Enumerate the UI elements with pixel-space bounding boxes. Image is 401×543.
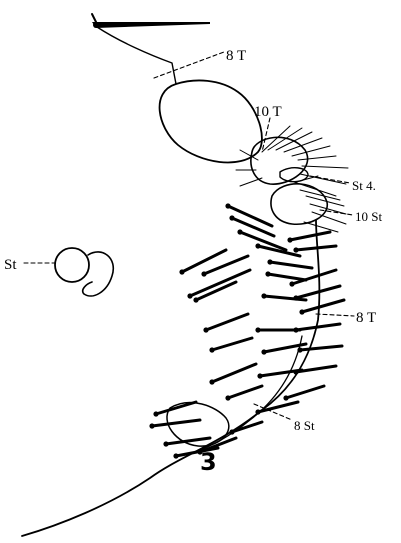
bristle-socket [229,429,234,434]
bristle-socket [173,453,178,458]
label-8t-mid: 8 T [356,310,376,326]
label-st-left: St [4,257,17,273]
label-8t-top: 8 T [226,48,246,64]
body-outline [22,220,319,536]
head-capsule-8t [160,80,262,162]
label-st4: St 4. [352,178,376,193]
bristle [240,178,262,186]
bristle [302,166,348,168]
bristle [228,386,262,398]
bristle-socket [265,271,270,276]
segment-10t [251,137,308,184]
bristle-socket [209,347,214,352]
label-10t: 10 T [254,104,282,120]
pin-needle [92,14,210,28]
bristle-socket [153,411,158,416]
bristle-socket [257,373,262,378]
figure-number: 3 [200,448,217,476]
bristle [228,206,272,226]
bristle [298,156,336,160]
bristle [292,270,336,284]
bristle [286,386,324,398]
bristle-socket [293,369,298,374]
bristle-socket [203,327,208,332]
bristle-socket [287,237,292,242]
bristle-socket [293,327,298,332]
bristle-socket [229,215,234,220]
bristles-group [149,126,348,459]
bristle-socket [225,395,230,400]
bristle-socket [297,347,302,352]
bristle [212,338,252,350]
label-8st: 8 St [294,418,315,433]
bristle-socket [187,293,192,298]
bristle [152,420,200,426]
bristle-socket [179,269,184,274]
bristle-socket [209,379,214,384]
bristle [270,262,312,268]
bristle [190,270,250,296]
bristle [312,212,346,224]
isolated-spiracle [55,248,89,282]
bristle-socket [193,297,198,302]
bristle [296,246,336,250]
bristle [296,324,340,330]
bristle-socket [261,293,266,298]
bristle [304,222,338,232]
bristle-socket [237,229,242,234]
bristle-socket [293,247,298,252]
bristle-socket [201,271,206,276]
bristle-socket [255,327,260,332]
attachment-thread [97,27,176,84]
bristle-socket [225,203,230,208]
bristle-socket [267,259,272,264]
bristle [290,232,330,240]
bristle-socket [163,441,168,446]
bristle-socket [299,309,304,314]
bristle [296,286,340,298]
bristle-socket [255,243,260,248]
bristle-socket [283,395,288,400]
label-10st: 10 St [355,209,382,224]
bristle [300,346,342,350]
bristle-socket [255,409,260,414]
bristle [292,146,330,156]
bristle-socket [149,423,154,428]
bristle [156,402,196,414]
bristle [212,364,256,382]
bristle [268,274,306,280]
body-inner-contour [196,336,302,452]
bristle [206,314,248,330]
bristle [232,422,262,432]
bristle-socket [289,281,294,286]
bristle-socket [261,349,266,354]
bristle [302,300,344,312]
